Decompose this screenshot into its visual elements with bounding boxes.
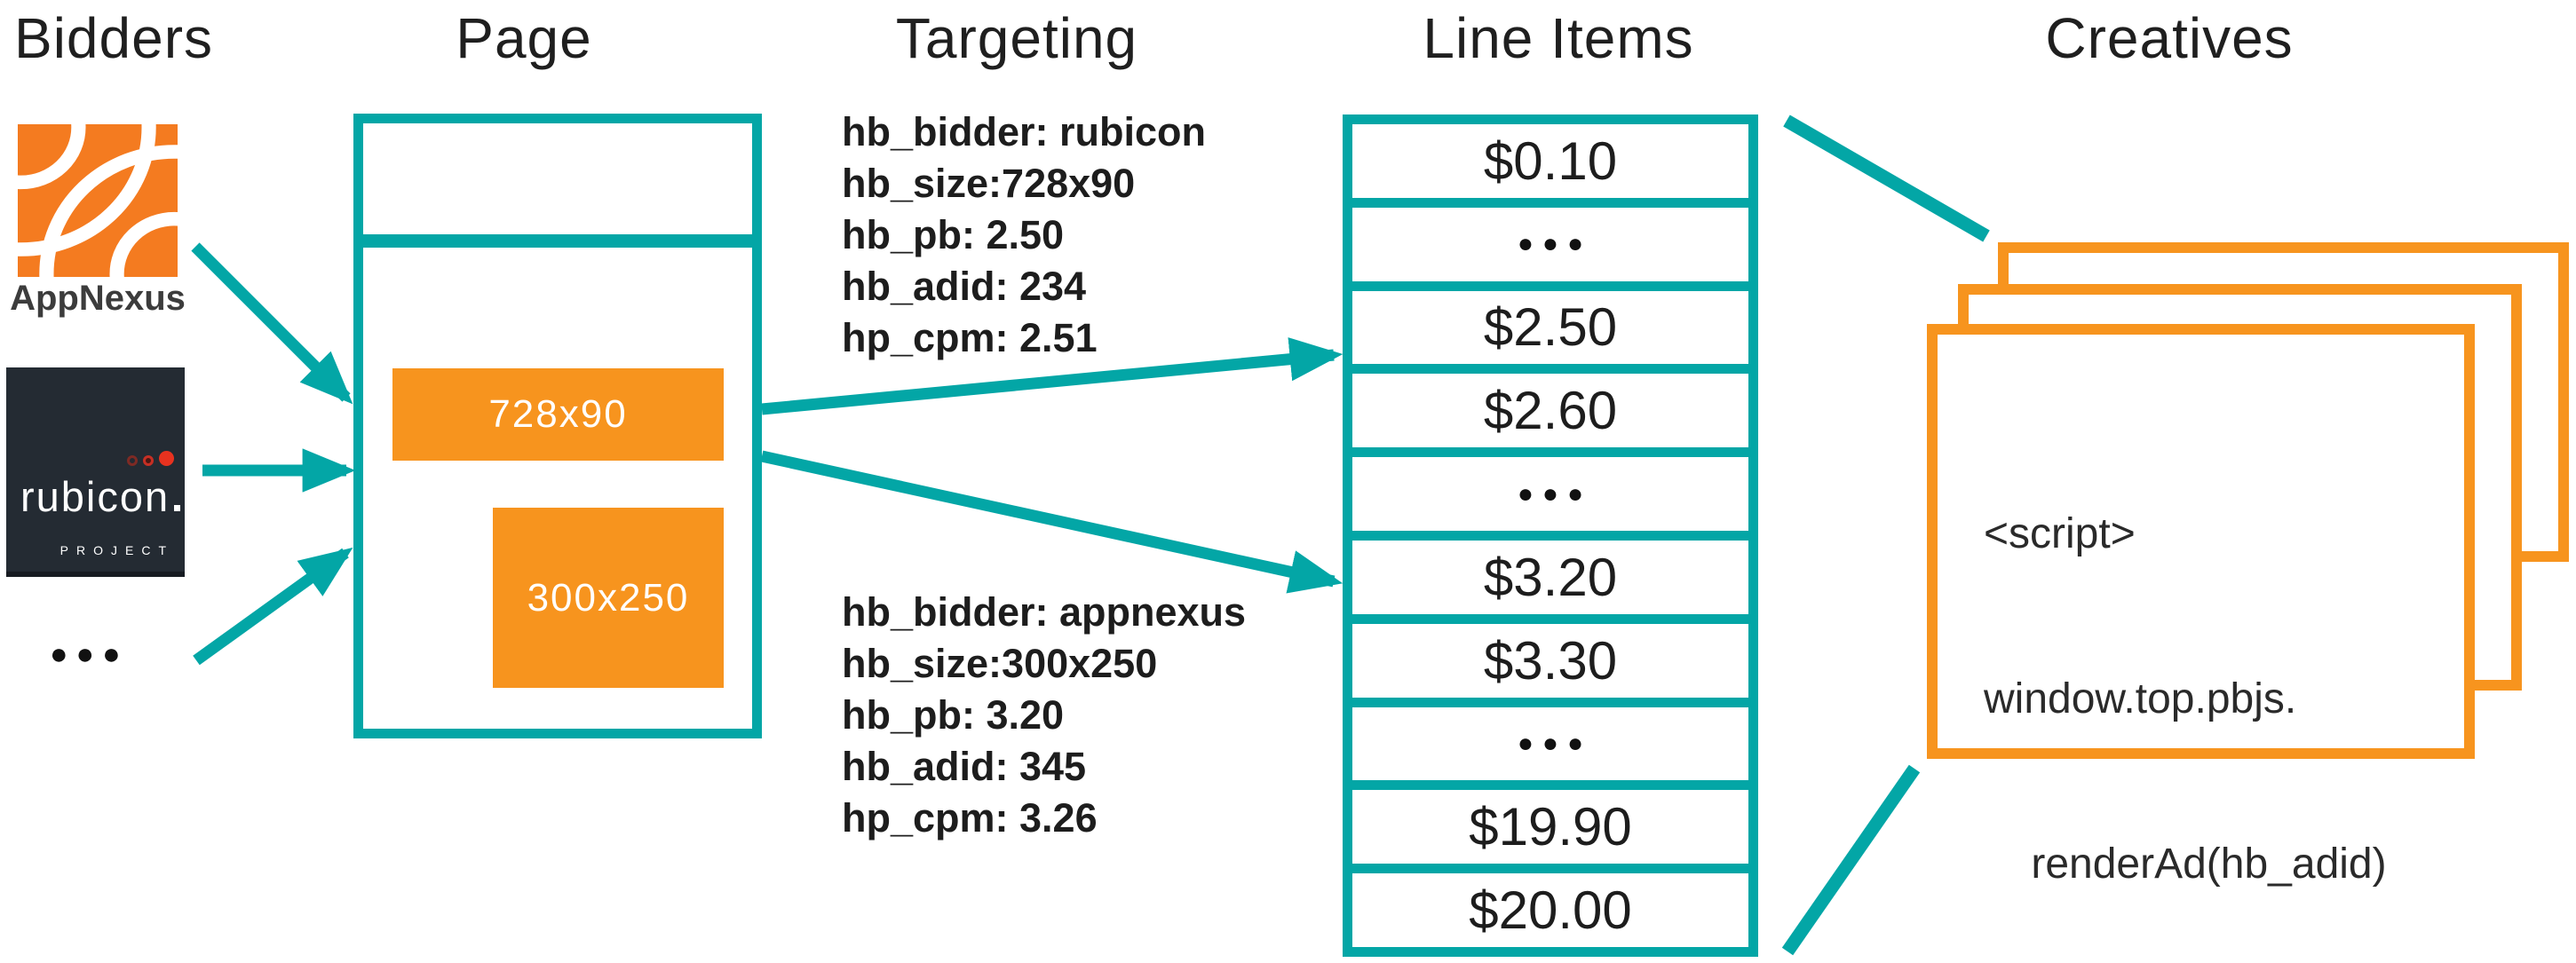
line-item-row: $2.60 bbox=[1352, 374, 1748, 448]
targeting-line: hb_size:728x90 bbox=[842, 161, 1136, 206]
arrow-morebidders-to-page bbox=[193, 547, 353, 666]
line-item-row: $19.90 bbox=[1352, 790, 1748, 864]
page-section-divider bbox=[353, 234, 762, 248]
rubicon-period-mark bbox=[174, 505, 181, 511]
more-bidders-ellipsis: ●●● bbox=[50, 637, 129, 671]
targeting-line: hb_pb: 3.20 bbox=[842, 692, 1065, 738]
arrow-appnexus-to-page bbox=[191, 242, 353, 405]
ad-slot-300x250: 300x250 bbox=[493, 508, 724, 688]
line-items-table: $0.10 ●●● $2.50 $2.60 ●●● $3.20 $3.30 ●●… bbox=[1343, 114, 1758, 957]
rubicon-wordmark-text: rubicon bbox=[20, 473, 170, 520]
script-line: window.top.pbjs. bbox=[1984, 675, 2297, 722]
ad-slot-300x250-label: 300x250 bbox=[527, 575, 690, 620]
ad-slot-728x90: 728x90 bbox=[392, 368, 724, 461]
line-item-value: $3.20 bbox=[1483, 547, 1618, 607]
targeting-line: hb_adid: 345 bbox=[842, 744, 1087, 789]
rubicon-logo: rubicon PROJECT bbox=[6, 367, 185, 577]
targeting-line: hb_adid: 234 bbox=[842, 264, 1087, 309]
rubicon-dots-icon bbox=[127, 451, 174, 466]
line-item-value: $19.90 bbox=[1469, 797, 1632, 857]
creative-script-snippet: <script> window.top.pbjs. renderAd(hb_ad… bbox=[1984, 397, 2387, 963]
line-item-ellipsis: ●●● bbox=[1517, 478, 1593, 509]
line-item-row: $3.30 bbox=[1352, 623, 1748, 698]
rubicon-project-label: PROJECT bbox=[59, 543, 174, 557]
line-item-row: $20.00 bbox=[1352, 873, 1748, 947]
connector-lineitems-to-creatives-bottom bbox=[1781, 764, 1921, 956]
column-header-creatives: Creatives bbox=[2045, 6, 2294, 70]
appnexus-logo-label: AppNexus bbox=[10, 279, 186, 318]
line-item-row: ●●● bbox=[1352, 706, 1748, 781]
creative-card-front: <script> window.top.pbjs. renderAd(hb_ad… bbox=[1927, 324, 2475, 888]
targeting-line: hp_cpm: 3.26 bbox=[842, 795, 1098, 841]
appnexus-logo-icon bbox=[18, 124, 178, 277]
targeting-block-rubicon: hb_bidder: rubicon hb_size:728x90 hb_pb:… bbox=[842, 107, 1206, 364]
line-item-row: ●●● bbox=[1352, 207, 1748, 281]
line-item-value: $3.30 bbox=[1483, 630, 1618, 691]
column-header-bidders: Bidders bbox=[14, 6, 213, 70]
script-line: renderAd(hb_adid) bbox=[1984, 841, 2387, 888]
line-item-ellipsis: ●●● bbox=[1517, 229, 1593, 259]
line-item-row: $2.50 bbox=[1352, 290, 1748, 365]
targeting-line: hp_cpm: 2.51 bbox=[842, 315, 1098, 360]
targeting-line: hb_pb: 2.50 bbox=[842, 212, 1065, 257]
line-item-ellipsis: ●●● bbox=[1517, 728, 1593, 758]
line-item-value: $0.10 bbox=[1483, 130, 1618, 191]
targeting-line: hb_bidder: rubicon bbox=[842, 109, 1206, 154]
line-item-value: $2.60 bbox=[1483, 381, 1618, 441]
targeting-block-appnexus: hb_bidder: appnexus hb_size:300x250 hb_p… bbox=[842, 587, 1246, 844]
line-item-row: $3.20 bbox=[1352, 540, 1748, 614]
line-item-value: $20.00 bbox=[1469, 880, 1632, 941]
column-header-page: Page bbox=[456, 6, 592, 70]
column-header-line-items: Line Items bbox=[1423, 6, 1694, 70]
rubicon-wordmark: rubicon bbox=[20, 472, 181, 521]
arrow-page-to-lineitem-320 bbox=[760, 450, 1343, 594]
line-item-value: $2.50 bbox=[1483, 297, 1618, 358]
line-item-row: ●●● bbox=[1352, 457, 1748, 531]
column-header-targeting: Targeting bbox=[895, 6, 1138, 70]
connector-lineitems-to-creatives-top bbox=[1783, 114, 1990, 242]
script-line: <script> bbox=[1984, 510, 2136, 557]
targeting-line: hb_bidder: appnexus bbox=[842, 589, 1247, 635]
line-item-row: $0.10 bbox=[1352, 124, 1748, 198]
targeting-line: hb_size:300x250 bbox=[842, 641, 1158, 686]
ad-slot-728x90-label: 728x90 bbox=[488, 392, 628, 436]
